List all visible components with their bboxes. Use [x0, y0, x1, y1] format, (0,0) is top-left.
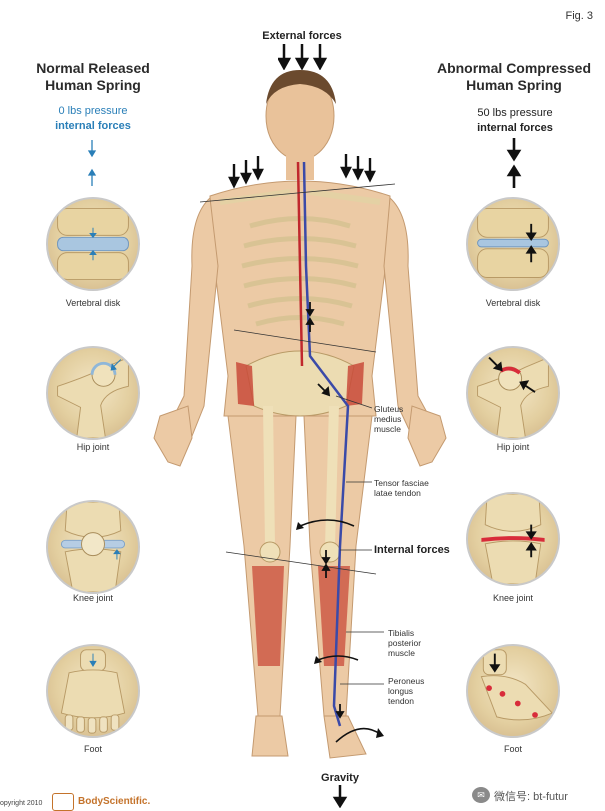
label-gluteus-line1: Gluteus [374, 404, 404, 414]
label-tibialis-line2: posterior [388, 638, 422, 648]
label-tibialis-line1: Tibialis [388, 628, 415, 638]
left-caption-foot: Foot [83, 744, 102, 754]
right-caption-hip-joint: Hip joint [496, 442, 530, 452]
left-inset-hip-joint [46, 346, 140, 440]
label-peroneus-line3: tendon [388, 696, 414, 706]
label-tibialis-line3: muscle [388, 648, 415, 658]
left-heading-line2: Human Spring [45, 77, 141, 93]
right-inset-vertebral-disk [466, 197, 560, 291]
gluteus-muscle-right [236, 362, 254, 406]
label-tensor-fasciae: Tensor fasciae latae tendon [374, 478, 429, 498]
left-caption-vertebral-disk: Vertebral disk [65, 298, 121, 308]
label-peroneus-line1: Peroneus [388, 676, 425, 686]
left-heading: Normal Released Human Spring [18, 60, 168, 94]
wechat-icon: ✉ [472, 787, 490, 803]
label-peroneus-longus: Peroneus longus tendon [388, 676, 424, 706]
right-caption-knee-joint: Knee joint [492, 593, 534, 603]
right-pressure-value: 50 lbs pressure [477, 107, 553, 119]
label-tibialis-posterior: Tibialis posterior muscle [388, 628, 421, 658]
internal-force-arrows [305, 302, 345, 719]
left-heading-line1: Normal Released [36, 60, 150, 76]
right-foot [251, 715, 289, 757]
copyright-text: opyright 2010 [0, 800, 43, 807]
left-caption-knee-joint: Knee joint [72, 593, 114, 603]
right-femur [263, 405, 275, 547]
annotation-leaders [335, 395, 384, 685]
right-hand [153, 405, 193, 467]
left-femur [325, 405, 339, 547]
right-kneecap [259, 541, 281, 563]
head-illustration [265, 70, 336, 180]
left-inset-foot [46, 644, 140, 738]
right-heading-line1: Abnormal Compressed [436, 60, 592, 76]
hip-line [233, 329, 377, 353]
right-caption-vertebral-disk: Vertebral disk [485, 298, 541, 308]
external-forces-arrows [278, 44, 328, 70]
gravity-title: Gravity [300, 768, 380, 786]
label-tensor-line2: latae tendon [374, 488, 421, 498]
right-pressure: 50 lbs pressure internal forces [440, 106, 590, 136]
right-pressure-type: internal forces [477, 122, 553, 134]
left-caption-hip-joint: Hip joint [76, 442, 110, 452]
label-peroneus-line2: longus [388, 686, 414, 696]
external-forces-label: External forces [262, 30, 342, 42]
right-heading-line2: Human Spring [466, 77, 562, 93]
left-calf-muscle [318, 566, 350, 666]
rotation-arrow-foot [335, 727, 381, 743]
left-inset-vertebral-disk [46, 197, 140, 291]
left-foot [323, 715, 367, 759]
left-pressure-arrows [87, 140, 97, 186]
gravity-label: Gravity [321, 772, 359, 784]
anatomical-figure [153, 70, 447, 759]
label-gluteus-line3: muscle [374, 424, 401, 434]
wechat-watermark: 微信号: bt-futur [494, 791, 568, 803]
shoulder-force-arrows [228, 154, 376, 189]
gravity-arrow [332, 785, 348, 808]
spine-line-red [296, 161, 304, 367]
right-inset-hip-joint [466, 346, 560, 440]
label-internal-forces: Internal forces [374, 544, 450, 556]
bodyscientific-logo-icon [52, 793, 74, 811]
right-calf-muscle [252, 566, 284, 666]
right-inset-knee-joint [466, 492, 560, 586]
kinetic-chain-line-blue [302, 161, 350, 727]
label-gluteus-line2: medius [374, 414, 402, 424]
left-pressure-type: internal forces [55, 120, 131, 132]
left-inset-knee-joint [46, 500, 140, 594]
right-inset-foot [466, 644, 560, 738]
right-pressure-arrows [506, 138, 522, 188]
label-gluteus-medius: Gluteus medius muscle [374, 404, 403, 434]
right-heading: Abnormal Compressed Human Spring [428, 60, 600, 94]
external-forces-title: External forces [247, 26, 357, 44]
rotation-arrow-shin [317, 655, 359, 661]
left-pressure: 0 lbs pressure internal forces [18, 104, 168, 134]
figure-label: Fig. 3 [565, 10, 593, 22]
left-hand [407, 405, 447, 467]
right-caption-foot: Foot [503, 744, 522, 754]
brand-text: BodyScientific. [78, 796, 151, 807]
gluteus-muscle-left [346, 362, 364, 406]
rotation-arrow-thigh [299, 519, 355, 527]
left-pressure-value: 0 lbs pressure [58, 105, 128, 117]
shoulder-line [199, 183, 396, 203]
knee-line [225, 551, 377, 575]
label-tensor-line1: Tensor fasciae [374, 478, 429, 488]
